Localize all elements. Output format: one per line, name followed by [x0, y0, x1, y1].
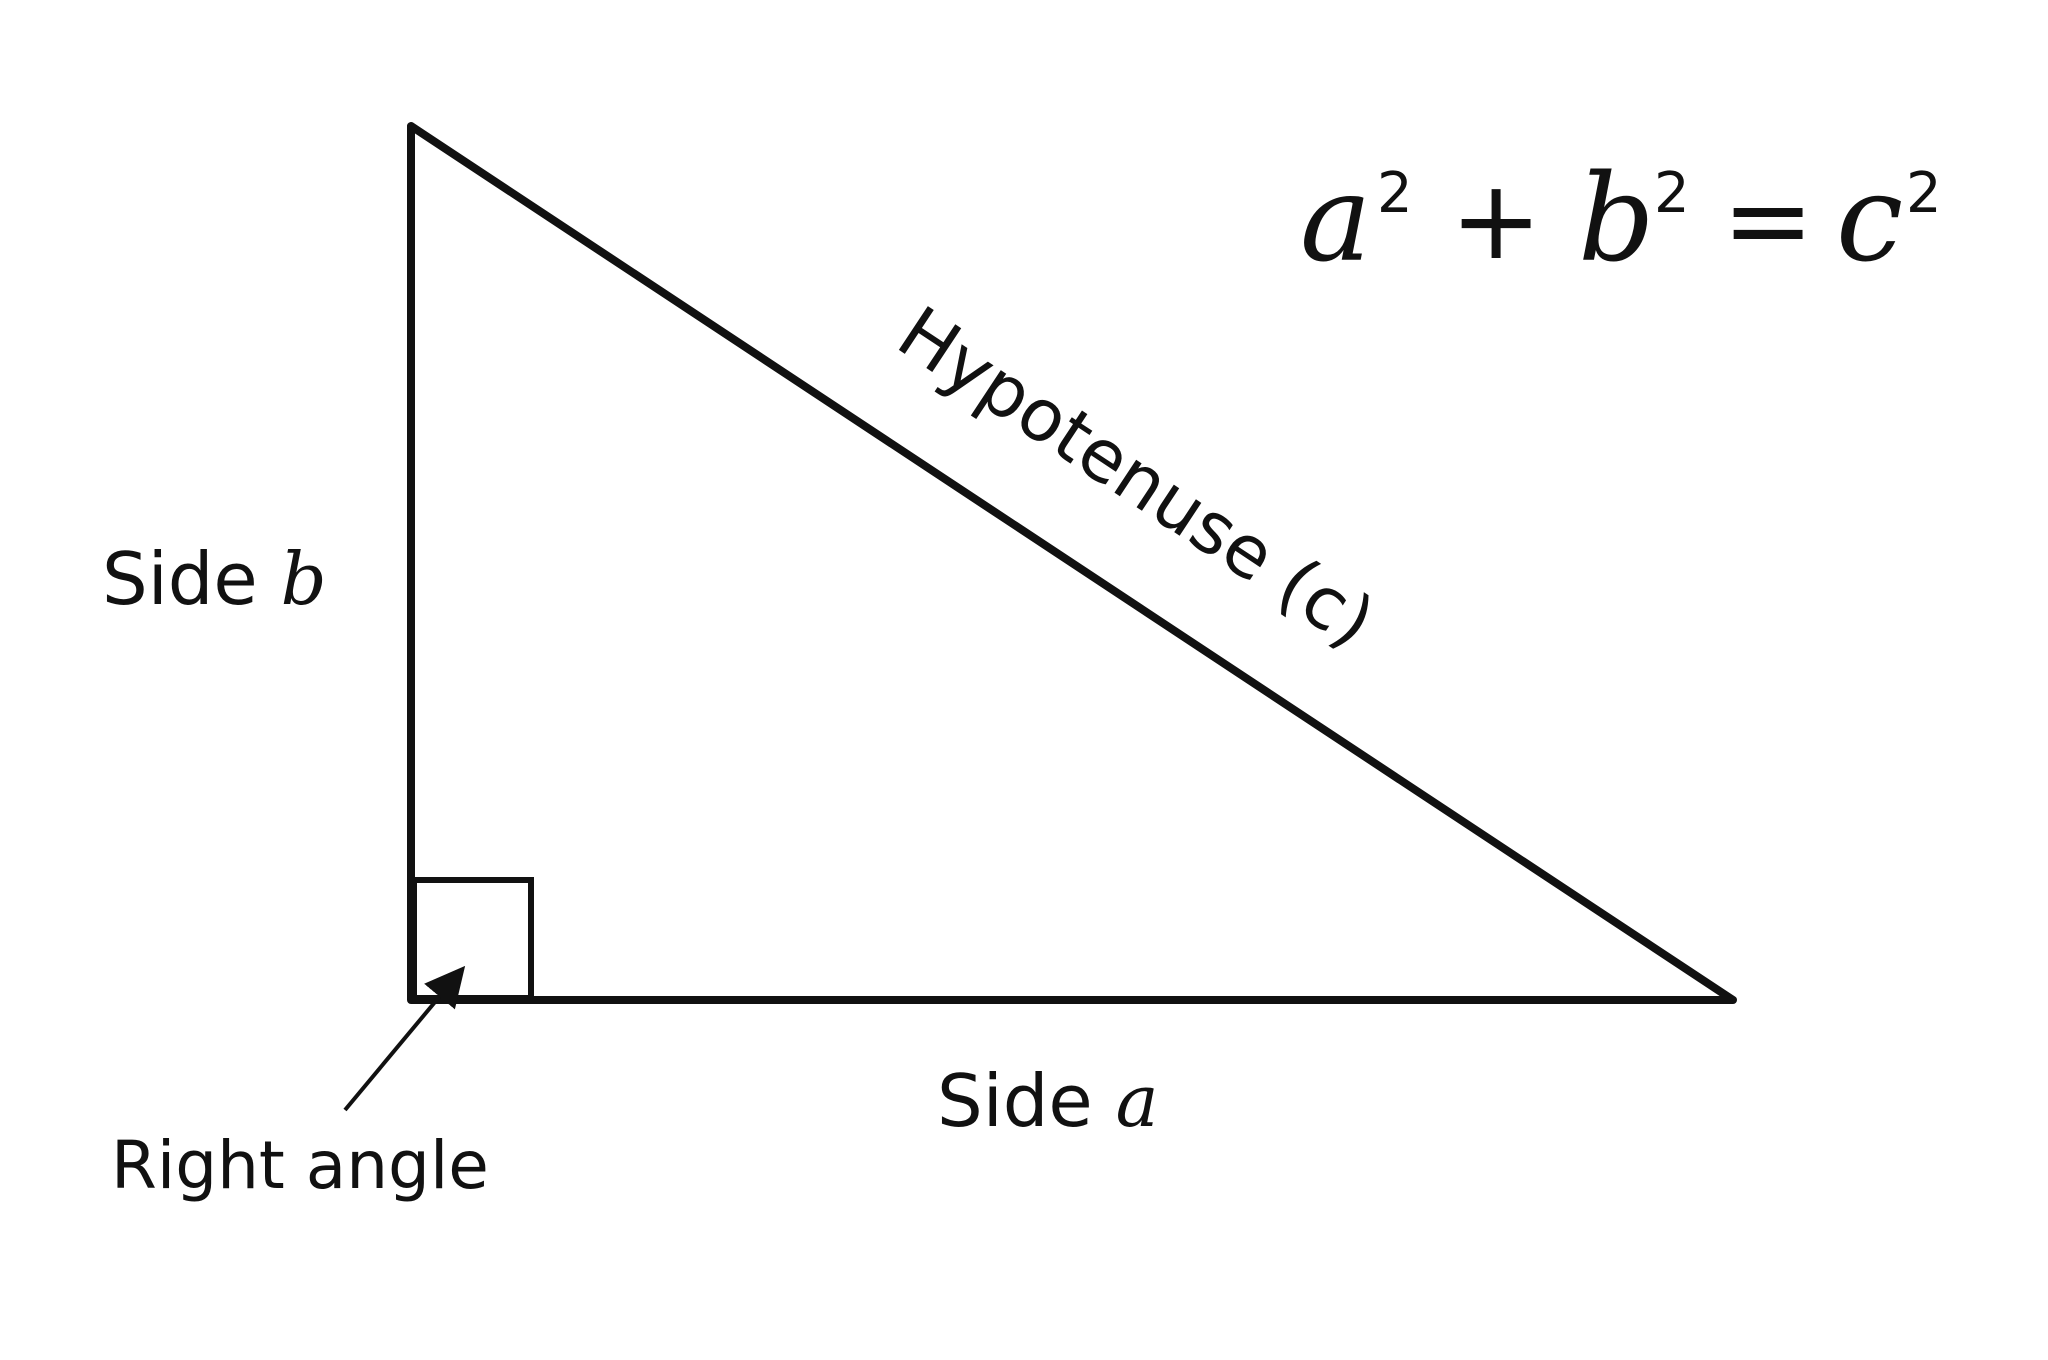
side-a-variable: a	[1116, 1059, 1159, 1143]
equation-c-exponent: 2	[1906, 161, 1942, 226]
side-b-label: Side b	[102, 537, 327, 621]
side-b-variable: b	[281, 537, 327, 621]
right-triangle	[407, 122, 1737, 1004]
equation-b: b	[1578, 150, 1655, 289]
right-angle-arrow	[343, 965, 466, 1112]
side-a-label: Side a	[937, 1059, 1159, 1143]
equation-equals: =	[1722, 156, 1814, 284]
equation-a: a	[1300, 150, 1372, 289]
equation-c: c	[1836, 150, 1903, 289]
equation-a-exponent: 2	[1377, 161, 1413, 226]
pythagorean-equation: a 2 + b 2 = c 2	[1300, 150, 1942, 289]
equation-b-exponent: 2	[1654, 161, 1690, 226]
equation-plus: +	[1450, 156, 1542, 284]
right-angle-marker	[411, 877, 534, 1001]
right-angle-label: Right angle	[111, 1127, 489, 1204]
